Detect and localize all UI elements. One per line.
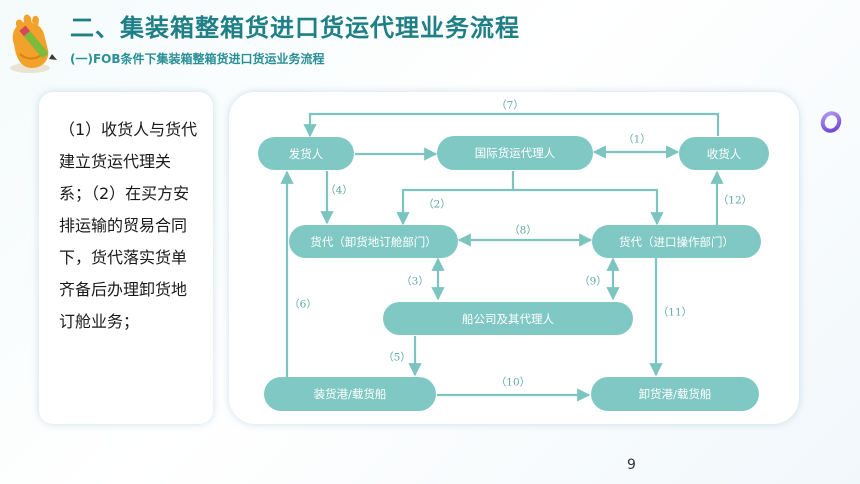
node-carrier: 船公司及其代理人	[383, 302, 633, 335]
node-agent-booking: 货代（卸货地订舱部门）	[289, 225, 458, 258]
ring-decoration-icon	[820, 111, 842, 133]
node-shipper: 发货人	[258, 137, 354, 170]
edge-label-7: （7）	[496, 99, 524, 112]
edge-label-5: （5）	[383, 351, 411, 364]
edge-label-10: （10）	[495, 376, 531, 389]
node-forwarder: 国际货运代理人	[437, 136, 593, 170]
description-card: （1）收货人与货代建立货运代理关系；（2）在买方安排运输的贸易合同下，货代落实货…	[39, 92, 213, 424]
page-subtitle: (一)FOB条件下集装箱整箱货进口货运业务流程	[70, 52, 325, 66]
node-consignee: 收货人	[679, 137, 769, 170]
description-text: （1）收货人与货代建立货运代理关系；（2）在买方安排运输的贸易合同下，货代落实货…	[59, 120, 198, 331]
edge-2	[396, 171, 515, 226]
edge-label-11: （11）	[657, 306, 693, 319]
edge-label-3: （3）	[401, 275, 429, 288]
edge-2-import	[513, 188, 664, 226]
edge-label-1: （1）	[623, 133, 651, 146]
node-agent-import: 货代（进口操作部门）	[592, 225, 761, 258]
page-title: 二、集装箱整箱货进口货运代理业务流程	[70, 14, 520, 42]
node-loading-port: 装货港/载货船	[264, 377, 436, 411]
edge-label-8: （8）	[509, 224, 537, 237]
edge-label-4: （4）	[325, 184, 353, 197]
page-number: 9	[627, 457, 636, 473]
edge-label-12: （12）	[717, 194, 753, 207]
edge-label-6: （6）	[289, 298, 317, 311]
flow-diagram-card: 发货人 国际货运代理人 收货人 货代（卸货地订舱部门） 货代（进口操作部门） 船…	[229, 92, 799, 424]
edge-label-9: （9）	[579, 275, 607, 288]
node-discharge-port: 卸货港/载货船	[591, 377, 759, 411]
pencil-hand-logo-icon	[10, 14, 57, 73]
edge-label-2: （2）	[423, 198, 451, 211]
flow-diagram-edges	[280, 112, 724, 402]
edge-7	[303, 112, 720, 138]
